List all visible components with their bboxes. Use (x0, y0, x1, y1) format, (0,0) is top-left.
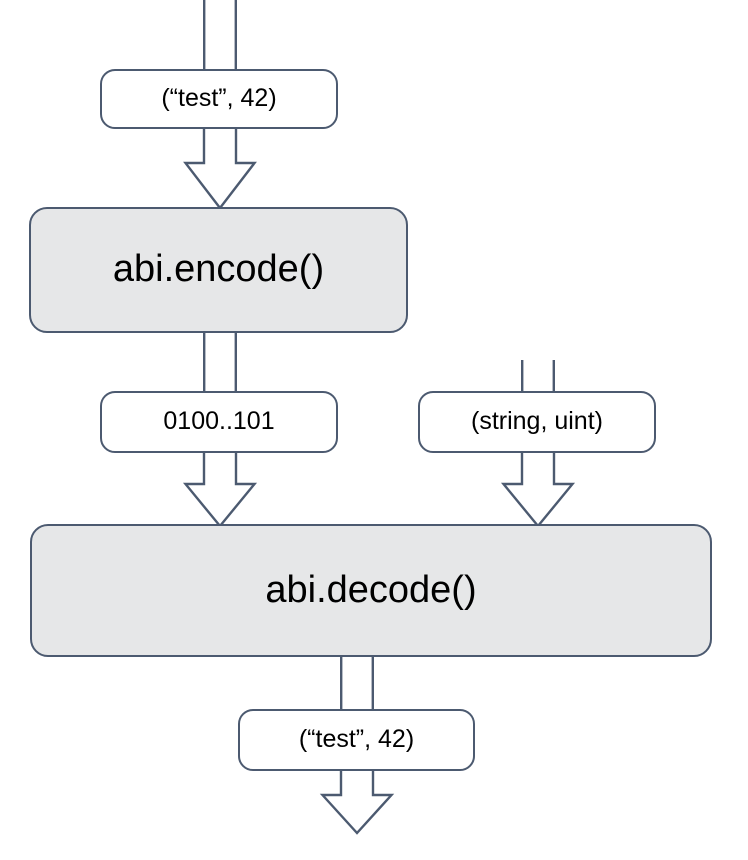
node-abi-decode[interactable]: abi.decode() (30, 524, 712, 657)
node-input-tuple-label: (“test”, 42) (161, 84, 277, 113)
arrow-decode-to-output (340, 655, 374, 714)
node-output-tuple-label: (“test”, 42) (298, 725, 415, 754)
arrow-encode-to-bytes (203, 331, 237, 396)
node-abi-encode[interactable]: abi.encode() (29, 207, 408, 333)
node-abi-encode-label: abi.encode() (112, 248, 325, 291)
arrow-into-input (203, 0, 237, 73)
arrow-output-down (319, 769, 395, 837)
arrow-input-to-encode (183, 127, 257, 211)
node-encoded-bytes-label: 0100..101 (163, 407, 275, 436)
node-input-tuple[interactable]: (“test”, 42) (100, 69, 338, 129)
node-output-tuple[interactable]: (“test”, 42) (238, 709, 475, 771)
arrow-bytes-to-decode (182, 451, 258, 529)
node-type-tuple[interactable]: (string, uint) (418, 391, 656, 453)
node-encoded-bytes[interactable]: 0100..101 (100, 391, 338, 453)
node-abi-decode-label: abi.decode() (265, 568, 477, 611)
arrow-types-to-decode (500, 451, 576, 529)
node-type-tuple-label: (string, uint) (471, 407, 603, 436)
